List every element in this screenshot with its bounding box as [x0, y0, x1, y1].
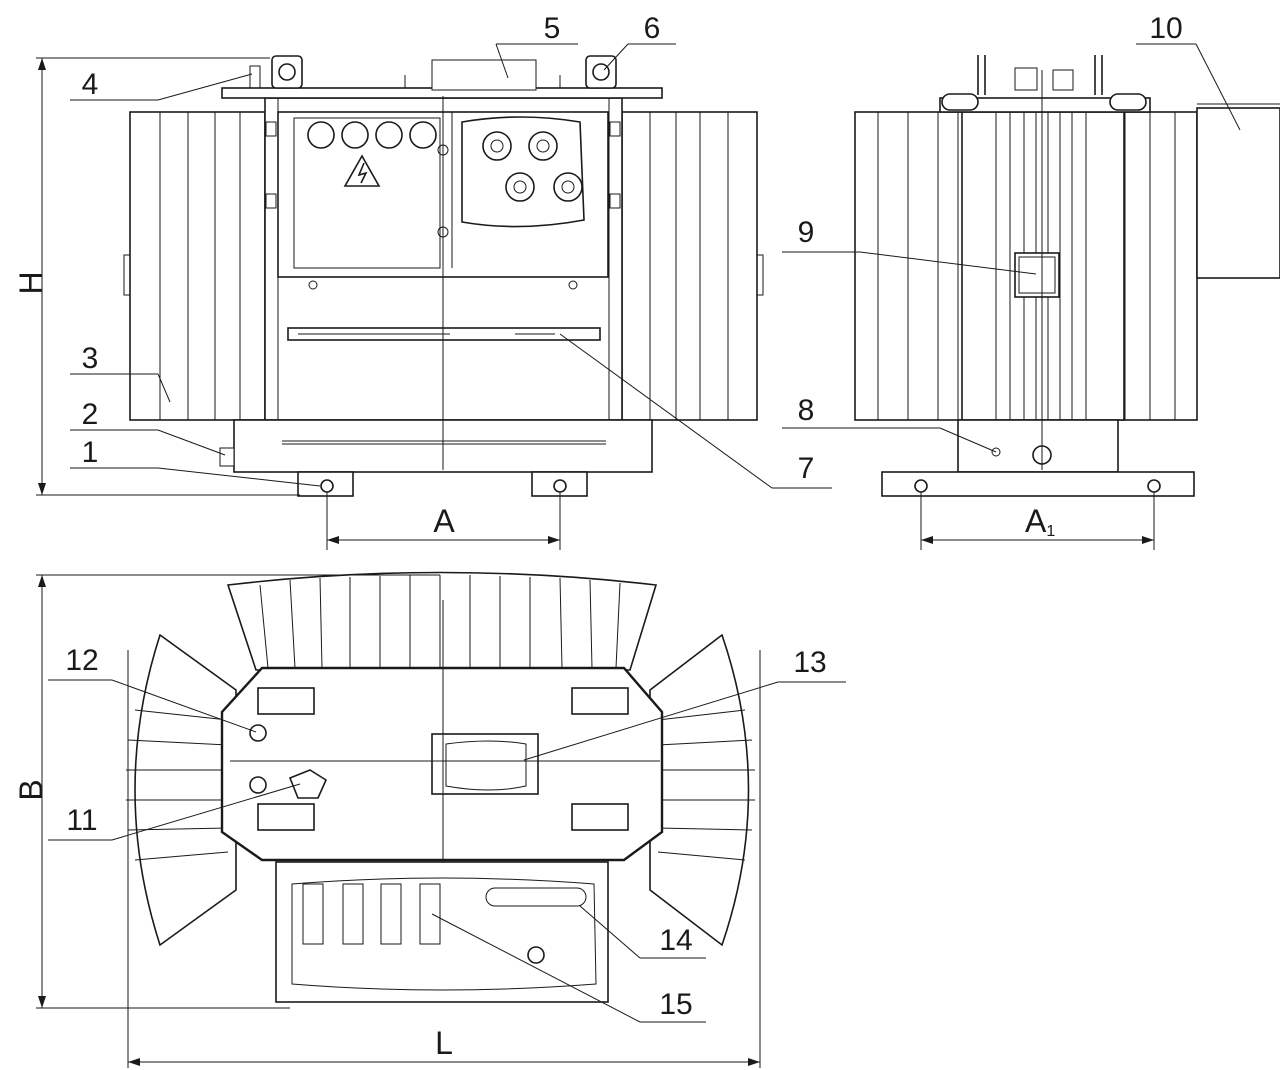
- top-view: [126, 571, 755, 1003]
- callout-11: 11: [48, 783, 301, 841]
- callout-2: 2: [70, 398, 226, 456]
- dimension-a1-base: A: [1025, 503, 1047, 539]
- callout-6: 6: [603, 12, 676, 71]
- callout-10: 10: [1136, 12, 1241, 131]
- callout-4-label: 4: [82, 68, 99, 101]
- callout-10-label: 10: [1149, 12, 1182, 45]
- dimension-a-label: A: [433, 503, 455, 539]
- dimension-a1: A1: [920, 492, 1155, 550]
- dimension-l-label: L: [435, 1025, 453, 1061]
- callout-1: 1: [70, 436, 321, 487]
- callout-9: 9: [782, 216, 1037, 275]
- dimension-h-label: H: [13, 271, 49, 294]
- dimension-l: L: [127, 650, 761, 1068]
- callout-8-label: 8: [798, 394, 815, 427]
- dimension-a1-subscript: 1: [1046, 523, 1055, 540]
- callout-12: 12: [48, 644, 257, 733]
- callout-8: 8: [782, 394, 997, 453]
- callout-14: 14: [579, 905, 706, 959]
- callout-6-label: 6: [644, 12, 661, 45]
- callout-14-label: 14: [659, 924, 692, 957]
- callout-15-label: 15: [659, 988, 692, 1021]
- dimension-a: A: [326, 492, 561, 550]
- dimension-a1-label: A1: [1025, 503, 1055, 540]
- front-view: [123, 55, 764, 497]
- callout-5: 5: [495, 12, 578, 79]
- callout-5-label: 5: [544, 12, 561, 45]
- callout-3: 3: [70, 342, 171, 403]
- callout-2-label: 2: [82, 398, 99, 431]
- callout-7-label: 7: [798, 452, 815, 485]
- callout-4: 4: [70, 68, 253, 101]
- callouts: 1 2 3 4 5 6 7: [48, 12, 1241, 1023]
- dimension-h: H: [13, 57, 300, 496]
- callout-7: 7: [559, 333, 832, 489]
- callout-11-label: 11: [66, 804, 97, 837]
- callout-9-label: 9: [798, 216, 815, 249]
- callout-15: 15: [431, 913, 706, 1023]
- side-view: [854, 55, 1280, 497]
- callout-1-label: 1: [82, 436, 99, 469]
- callout-13: 13: [523, 646, 846, 761]
- dimension-b-label: B: [13, 779, 49, 800]
- callout-13-label: 13: [793, 646, 826, 679]
- callout-3-label: 3: [82, 342, 99, 375]
- callout-12-label: 12: [65, 644, 98, 677]
- dimension-b: B: [13, 574, 440, 1009]
